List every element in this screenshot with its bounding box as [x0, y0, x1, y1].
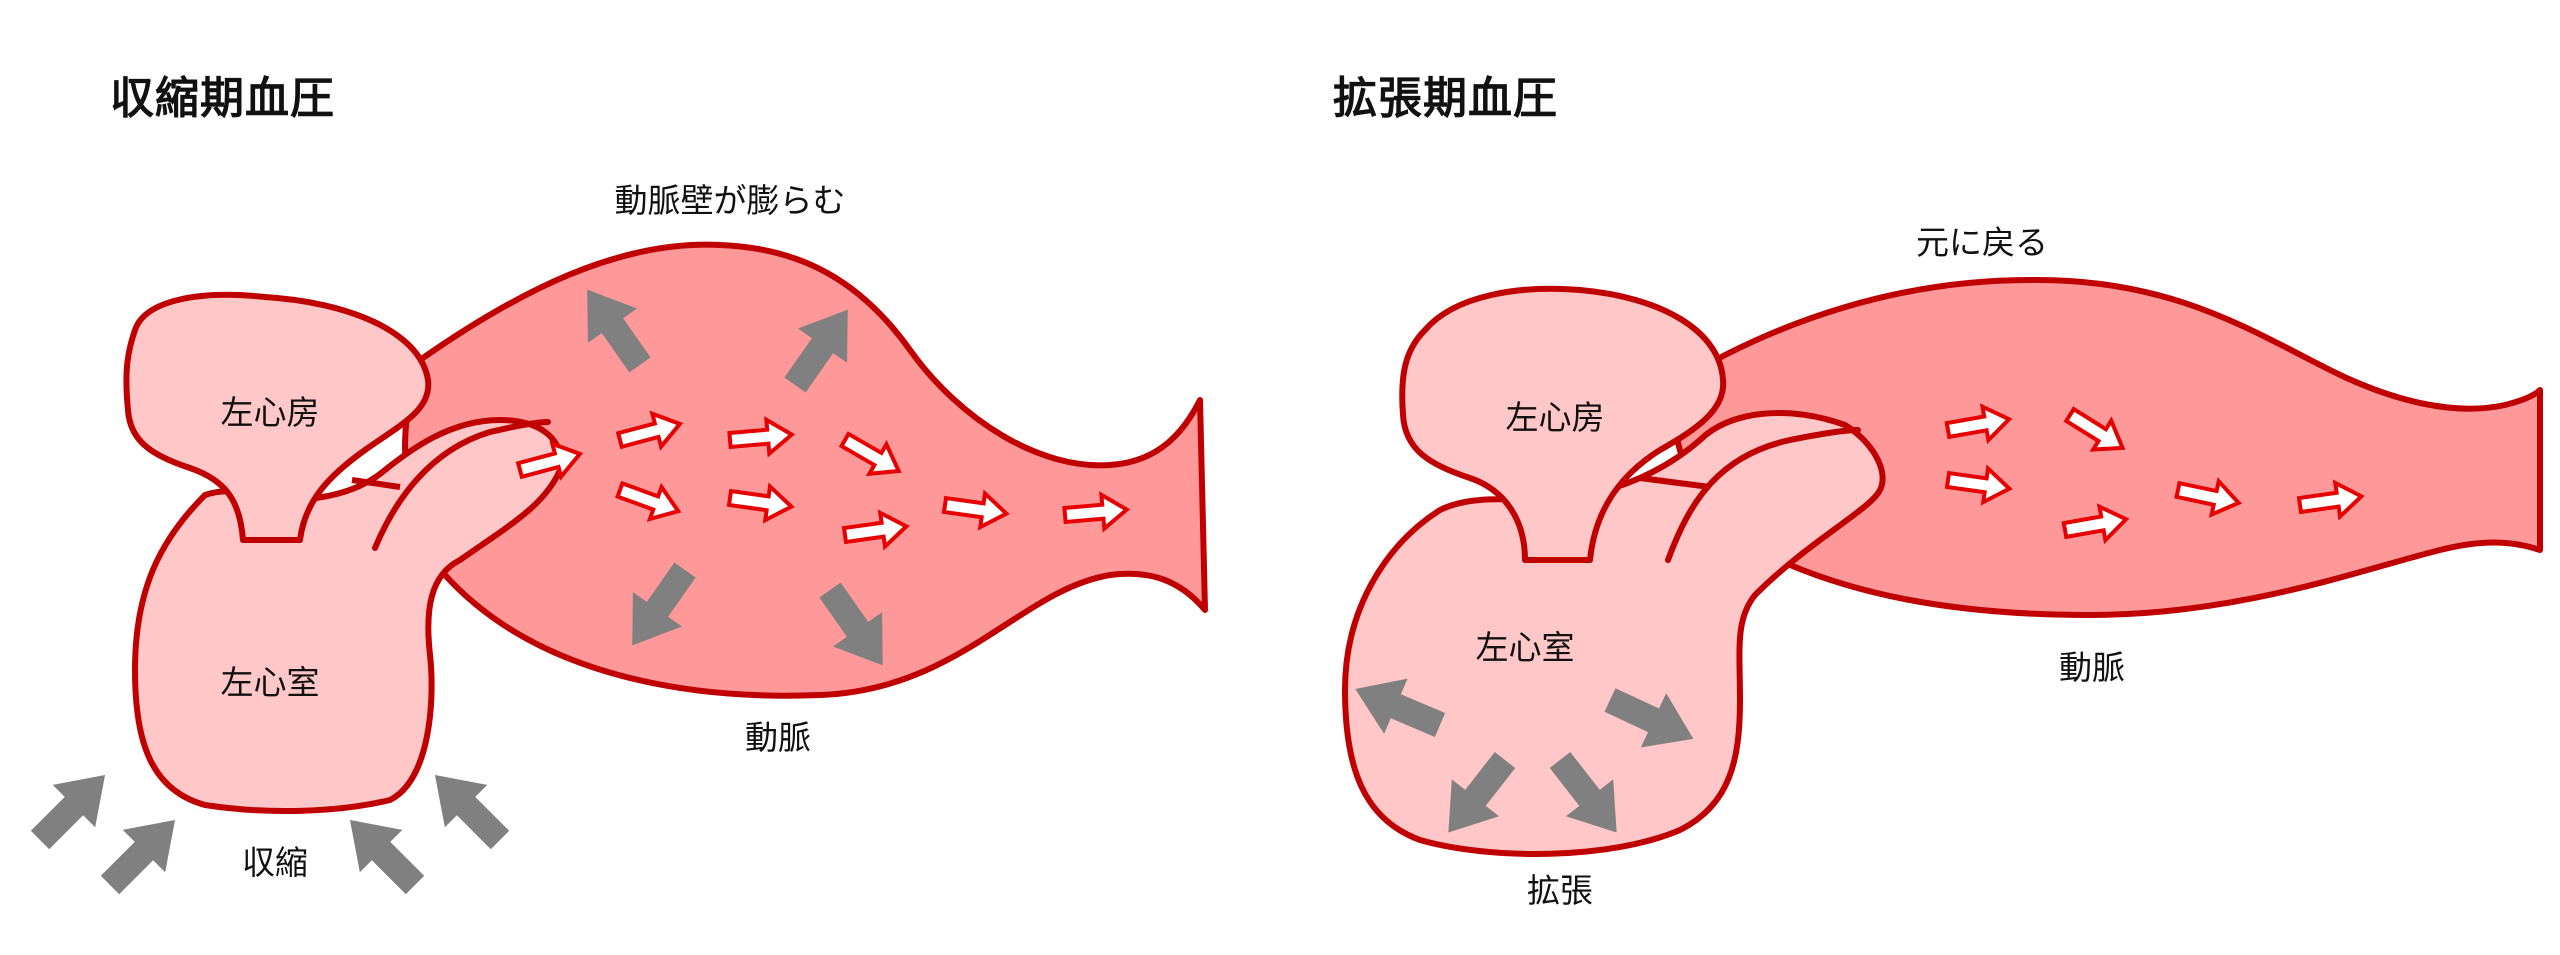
systolic-aorta-root-line: [372, 419, 551, 551]
diastolic-left-ventricle-label: 左心室: [1475, 628, 1575, 667]
pressure-arrow-icon-6: [88, 798, 197, 907]
systolic-aorta-join-line: [351, 477, 401, 490]
diastolic-left-atrium: [1399, 285, 1727, 563]
systolic-left-atrium: [123, 291, 432, 543]
diastolic-left-ventricle: [1342, 410, 1886, 857]
diastolic-title: 拡張期血圧: [1333, 73, 1558, 124]
diastolic-aorta-root-line: [1665, 427, 1861, 563]
systolic-diagram: [18, 241, 1208, 907]
diastolic-left-atrium-label: 左心房: [1505, 398, 1605, 437]
diastolic-aorta-join-line: [1639, 475, 1711, 490]
systolic-title: 収縮期血圧: [110, 73, 335, 124]
pressure-arrow-icon-5: [18, 753, 127, 862]
systolic-left-atrium-label: 左心房: [220, 393, 320, 432]
systolic-artery-label: 動脈: [745, 718, 811, 757]
pressure-arrow-icon-7: [328, 798, 437, 907]
systolic-contraction-label: 収縮: [242, 843, 308, 882]
diastolic-expansion-label: 拡張: [1527, 871, 1593, 910]
systolic-left-ventricle-label: 左心室: [220, 663, 320, 702]
pressure-arrow-icon-8: [413, 753, 522, 862]
systolic-artery-wall-label: 動脈壁が膨らむ: [614, 181, 846, 220]
diastolic-artery-wall-label: 元に戻る: [1916, 223, 2048, 262]
systolic-artery-body: [402, 241, 1208, 699]
diastolic-diagram: [1342, 276, 2543, 857]
diastolic-artery-label: 動脈: [2059, 648, 2125, 687]
